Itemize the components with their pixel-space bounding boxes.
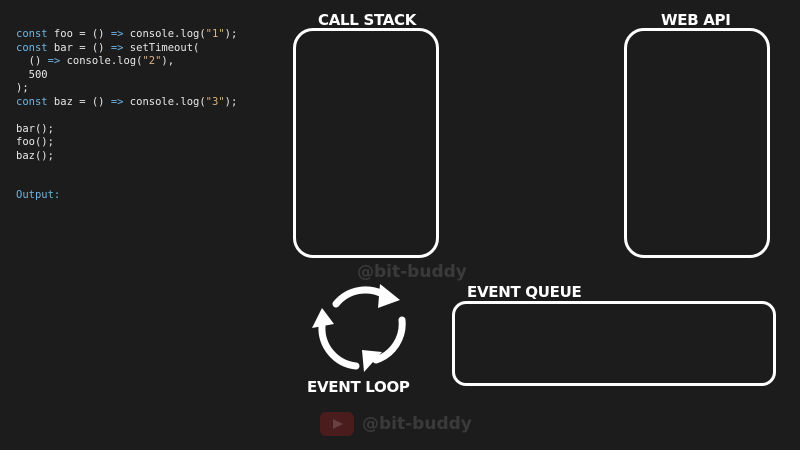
code-token: ), — [161, 55, 175, 67]
code-line: ); — [16, 82, 29, 94]
output-label: Output: — [16, 189, 61, 201]
code-token: ); — [16, 82, 29, 94]
code-token: foo(); — [16, 136, 54, 148]
event-loop-title: EVENT LOOP — [307, 378, 410, 396]
code-token: console.log( — [123, 95, 206, 108]
event-queue-box — [452, 301, 776, 386]
code-token: => — [110, 41, 124, 54]
code-line: const bar = () => setTimeout( — [16, 42, 199, 54]
code-token: ); — [224, 95, 238, 108]
channel-watermark: @bit-buddy — [320, 412, 472, 436]
loop-arrowhead-left — [312, 308, 334, 328]
code-token — [16, 69, 29, 81]
code-line: const foo = () => console.log("1"); — [16, 28, 237, 40]
watermark-text: @bit-buddy — [357, 262, 467, 282]
event-loop-arrows — [312, 284, 406, 372]
code-token: => — [110, 95, 124, 108]
code-token: baz(); — [16, 149, 54, 162]
code-line: foo(); — [16, 136, 54, 148]
channel-name: @bit-buddy — [362, 414, 472, 434]
loop-arc-right — [372, 316, 406, 364]
code-token: const — [16, 41, 48, 54]
code-token: => — [47, 55, 61, 67]
code-line: () => console.log("2"), — [16, 55, 174, 67]
code-token: bar = () — [47, 41, 111, 54]
code-line: baz(); — [16, 150, 54, 162]
loop-arc-top — [332, 286, 390, 308]
code-snippet: const foo = () => console.log("1"); cons… — [16, 28, 237, 163]
web-api-box — [624, 28, 770, 258]
code-token: () — [16, 55, 48, 67]
circular-arrows-icon — [310, 280, 410, 375]
code-token: "3" — [205, 95, 225, 108]
event-queue-title: EVENT QUEUE — [467, 283, 582, 301]
loop-arc-left — [318, 322, 360, 370]
code-token: foo = () — [47, 28, 111, 40]
code-token: => — [110, 28, 124, 40]
loop-arrowhead-top — [378, 284, 400, 308]
code-token: console.log( — [60, 55, 143, 67]
code-line: const baz = () => console.log("3"); — [16, 96, 237, 108]
code-token: const — [16, 28, 48, 40]
code-token: 500 — [28, 68, 48, 81]
code-token: console.log( — [123, 28, 206, 40]
code-token: setTimeout( — [123, 41, 200, 54]
code-token: "2" — [142, 55, 162, 67]
code-token: ); — [224, 28, 238, 40]
call-stack-box — [293, 28, 439, 258]
loop-arrowhead-bottom — [362, 350, 382, 372]
code-line: 500 — [16, 69, 48, 81]
code-line: bar(); — [16, 123, 54, 135]
code-token: bar(); — [16, 122, 54, 135]
code-token: const — [16, 95, 48, 108]
code-token: baz = () — [47, 95, 111, 108]
call-stack-title: CALL STACK — [318, 11, 417, 29]
youtube-icon — [320, 412, 354, 436]
code-token: "1" — [205, 28, 225, 40]
web-api-title: WEB API — [661, 11, 731, 29]
